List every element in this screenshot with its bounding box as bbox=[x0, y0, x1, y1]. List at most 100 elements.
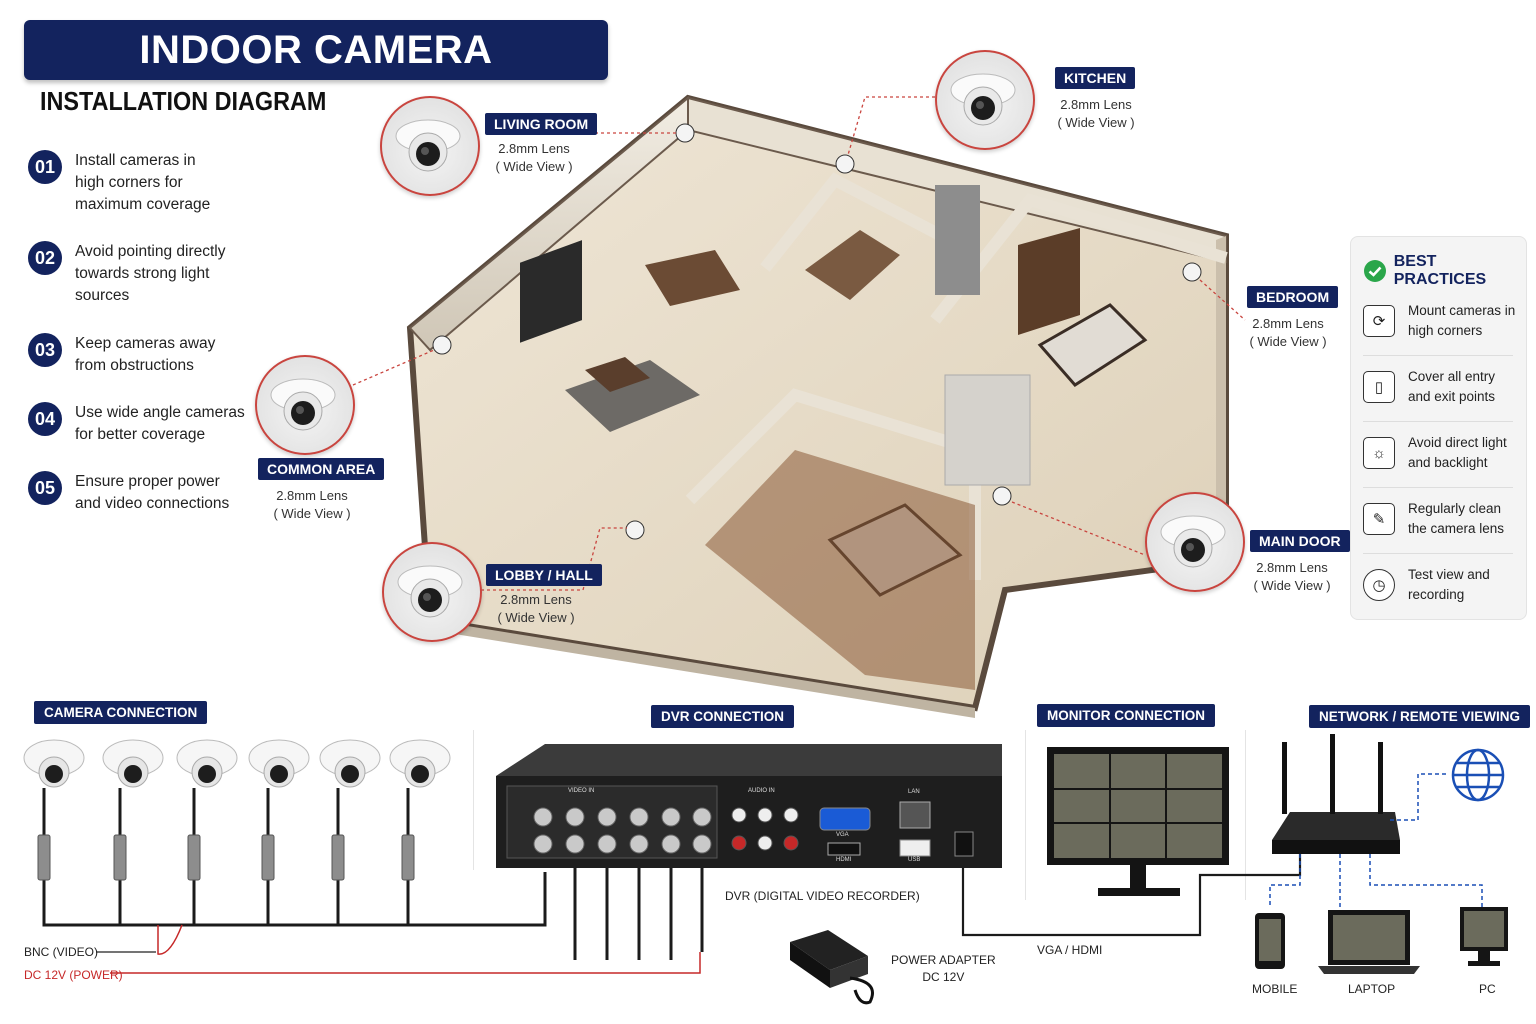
tv-unit bbox=[520, 240, 582, 343]
clock-icon: ◷ bbox=[1363, 569, 1395, 601]
best-practices-title: BEST PRACTICES bbox=[1393, 253, 1487, 288]
camera-connection-label: CAMERA CONNECTION bbox=[34, 701, 208, 724]
living-room-lens: 2.8mm Lens ( Wide View ) bbox=[484, 140, 584, 176]
view-text: ( Wide View ) bbox=[1253, 578, 1331, 593]
monitor bbox=[1047, 747, 1229, 896]
vga-hdmi-label: VGA / HDMI bbox=[1037, 943, 1103, 957]
main-door-label: MAIN DOOR bbox=[1250, 530, 1350, 552]
lobby-hall-lens: 2.8mm Lens ( Wide View ) bbox=[486, 591, 586, 627]
front-wall bbox=[430, 620, 975, 718]
dome-camera-icon bbox=[248, 739, 310, 788]
page-title: INDOOR CAMERA PLACEMENT bbox=[24, 20, 608, 132]
router bbox=[1272, 734, 1400, 854]
dvr-vga-label: VGA bbox=[836, 832, 849, 838]
step-number: 04 bbox=[28, 402, 62, 436]
fridge bbox=[935, 185, 980, 295]
page-subtitle: INSTALLATION DIAGRAM bbox=[40, 86, 327, 116]
lobby-camera-image bbox=[382, 542, 482, 642]
dc-power-label: DC 12V (POWER) bbox=[24, 968, 123, 982]
bnc-cable bbox=[42, 788, 547, 927]
bedroom-lens: 2.8mm Lens ( Wide View ) bbox=[1238, 315, 1338, 351]
pc-device bbox=[1460, 907, 1508, 966]
step-text: Keep cameras away from obstructions bbox=[75, 335, 216, 374]
hdmi-port bbox=[827, 842, 861, 856]
bed-upper bbox=[1037, 303, 1148, 387]
lens-text: 2.8mm Lens bbox=[1252, 316, 1324, 331]
divider bbox=[1363, 355, 1513, 356]
wrench-icon: ✎ bbox=[1363, 503, 1395, 535]
step-number: 03 bbox=[28, 333, 62, 367]
dc-power-branch bbox=[157, 924, 183, 955]
step-text: Avoid pointing directly towards strong l… bbox=[75, 243, 226, 304]
connector bbox=[401, 834, 415, 881]
dome-camera-icon bbox=[102, 739, 164, 788]
floorplan-camera-living bbox=[675, 123, 695, 143]
dvr-recorder bbox=[496, 744, 1002, 868]
kitchen-counter bbox=[805, 230, 900, 300]
floorplan-camera-common bbox=[432, 335, 452, 355]
mobile-label: MOBILE bbox=[1252, 982, 1298, 996]
floorplan-camera-bedroom bbox=[1182, 262, 1202, 282]
bnc-ports bbox=[533, 807, 712, 854]
section-divider bbox=[1025, 730, 1026, 900]
lens-text: 2.8mm Lens bbox=[1060, 97, 1132, 112]
dc-power-line bbox=[110, 952, 701, 974]
lens-text: 2.8mm Lens bbox=[276, 488, 348, 503]
floorplan-camera-kitchen bbox=[835, 154, 855, 174]
dome-camera-icon bbox=[389, 739, 451, 788]
practice-text: Regularly clean the camera lens bbox=[1408, 501, 1505, 536]
dvr-usb-label: USB bbox=[908, 857, 921, 863]
wardrobe bbox=[1018, 228, 1080, 335]
practice-item: ◷ Test view and recording bbox=[1363, 565, 1521, 605]
step-3: 03 Keep cameras away from obstructions bbox=[28, 333, 258, 377]
practice-text: Avoid direct light and backlight bbox=[1408, 435, 1507, 470]
view-text: ( Wide View ) bbox=[495, 159, 573, 174]
coffee-table bbox=[585, 357, 650, 392]
dining-table bbox=[645, 250, 740, 306]
main-door-lens: 2.8mm Lens ( Wide View ) bbox=[1242, 559, 1342, 595]
floor-lower-room bbox=[705, 450, 975, 690]
kitchen-lens: 2.8mm Lens ( Wide View ) bbox=[1046, 96, 1146, 132]
step-text: Use wide angle cameras for better covera… bbox=[75, 404, 245, 443]
dvr-connection-label: DVR CONNECTION bbox=[651, 705, 795, 728]
practice-text: Cover all entry and exit points bbox=[1408, 369, 1496, 404]
vga-port bbox=[819, 807, 871, 831]
common-area-camera-image bbox=[255, 355, 355, 455]
power-port bbox=[954, 831, 974, 857]
leader-bedroom bbox=[1199, 279, 1246, 321]
connector bbox=[331, 834, 345, 881]
wiring-diagram bbox=[23, 734, 1508, 1005]
power-adapter-line2: DC 12V bbox=[922, 970, 965, 984]
dome-camera-icon bbox=[176, 739, 238, 788]
step-5: 05 Ensure proper power and video connect… bbox=[28, 471, 258, 515]
dvr-video-in-label: VIDEO IN bbox=[568, 788, 595, 794]
bnc-video-label: BNC (VIDEO) bbox=[24, 945, 99, 959]
power-adapter bbox=[790, 930, 874, 1005]
view-text: ( Wide View ) bbox=[497, 610, 575, 625]
usb-port bbox=[899, 839, 931, 857]
kitchen-label: KITCHEN bbox=[1055, 67, 1136, 89]
common-area-lens: 2.8mm Lens ( Wide View ) bbox=[262, 487, 362, 523]
network-connection-label: NETWORK / REMOTE VIEWING bbox=[1309, 705, 1530, 728]
dome-camera-icon bbox=[23, 739, 85, 788]
dvr-hdmi-label: HDMI bbox=[836, 857, 852, 863]
camera-row bbox=[23, 739, 451, 788]
practice-text: Test view and recording bbox=[1408, 567, 1490, 602]
sun-icon: ☼ bbox=[1363, 437, 1395, 469]
dvr-bnc-cables bbox=[573, 868, 704, 960]
camera-cables bbox=[42, 788, 547, 927]
best-practices-header: BEST PRACTICES bbox=[1363, 253, 1526, 289]
living-room-label: LIVING ROOM bbox=[485, 113, 598, 135]
view-text: ( Wide View ) bbox=[1057, 115, 1135, 130]
laptop-device bbox=[1318, 910, 1420, 974]
floorplan-camera-lobby bbox=[625, 520, 645, 540]
section-divider bbox=[1245, 730, 1246, 900]
floor-plan-illustration bbox=[352, 94, 1246, 718]
sofa bbox=[565, 360, 700, 432]
section-divider bbox=[473, 730, 474, 870]
divider bbox=[1363, 487, 1513, 488]
bnc-connectors bbox=[37, 834, 415, 881]
globe-icon bbox=[1451, 748, 1505, 802]
leader-kitchen bbox=[847, 96, 935, 156]
connector bbox=[187, 834, 201, 881]
